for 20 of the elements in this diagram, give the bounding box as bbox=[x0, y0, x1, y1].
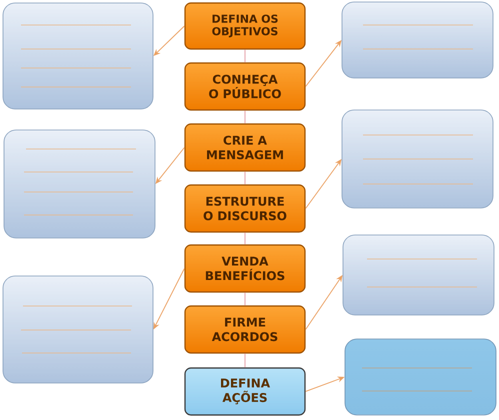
step-box: CONHEÇA O PÚBLICO bbox=[184, 62, 306, 111]
connector-line bbox=[244, 49, 246, 63]
connector-line bbox=[244, 353, 246, 368]
note-card bbox=[342, 234, 494, 316]
note-card bbox=[342, 110, 494, 208]
connector-line bbox=[244, 110, 246, 124]
step-box: DEFINA AÇÕES bbox=[184, 367, 306, 416]
step-box: DEFINA OS OBJETIVOS bbox=[184, 2, 306, 50]
step-box: ESTRUTURE O DISCURSO bbox=[184, 184, 306, 233]
connector-line bbox=[244, 232, 246, 245]
connector-line bbox=[244, 292, 246, 306]
step-box: VENDA BENEFÍCIOS bbox=[184, 244, 306, 293]
step-box: FIRME ACORDOS bbox=[184, 305, 306, 354]
note-card bbox=[342, 2, 494, 78]
note-card bbox=[2, 2, 154, 110]
note-card bbox=[2, 276, 154, 384]
step-box: CRIE A MENSAGEM bbox=[184, 123, 306, 172]
connector-line bbox=[244, 171, 246, 185]
note-card bbox=[344, 338, 496, 416]
note-card bbox=[4, 130, 156, 238]
